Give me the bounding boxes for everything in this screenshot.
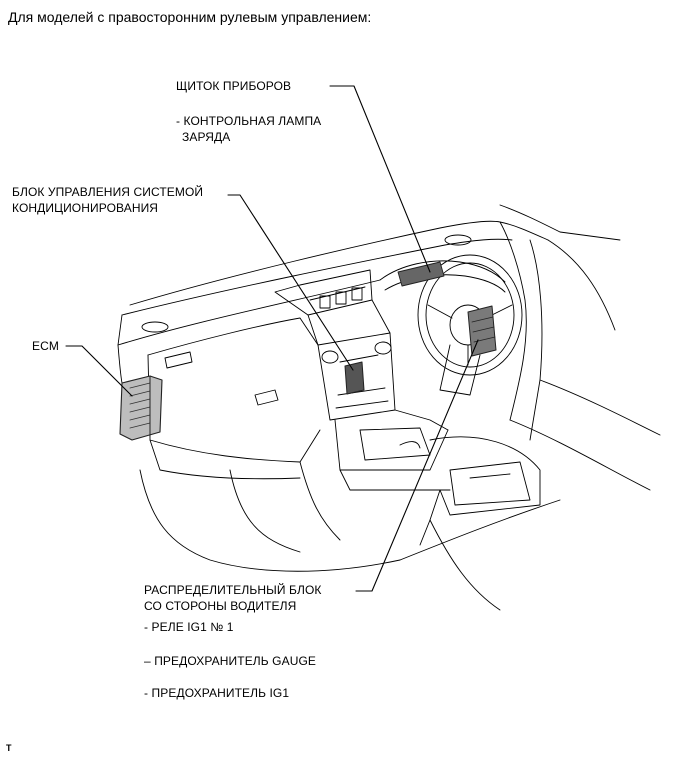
label-charge-lamp-line2: ЗАРЯДА	[182, 130, 231, 144]
label-fuse-ig1: - ПРЕДОХРАНИТЕЛЬ IG1	[144, 686, 290, 700]
cluster-component	[397, 261, 445, 287]
leader-instrument-panel	[329, 85, 431, 273]
leader-ecm	[65, 345, 133, 397]
label-instrument-panel: ЩИТОК ПРИБОРОВ	[176, 79, 292, 93]
label-junction-line2: СО СТОРОНЫ ВОДИТЕЛЯ	[144, 599, 297, 613]
junction-block	[467, 305, 497, 357]
label-relay-ig1: - РЕЛЕ IG1 № 1	[144, 620, 234, 634]
label-junction-line1: РАСПРЕДЕЛИТЕЛЬНЫЙ БЛОК	[144, 583, 322, 597]
figure-id: T	[6, 743, 12, 753]
dashboard-outline	[117, 204, 661, 611]
leader-ac-unit	[227, 194, 354, 371]
ac-control-unit	[344, 361, 365, 395]
label-fuse-gauge: – ПРЕДОХРАНИТЕЛЬ GAUGE	[144, 654, 317, 668]
label-ecm: ECM	[32, 339, 59, 353]
label-ac-unit-line1: БЛОК УПРАВЛЕНИЯ СИСТЕМОЙ	[12, 185, 204, 199]
label-ac-unit-line2: КОНДИЦИОНИРОВАНИЯ	[12, 201, 159, 215]
page-heading: Для моделей с правосторонним рулевым упр…	[8, 9, 372, 25]
ecm-unit	[119, 375, 163, 441]
leader-junction-block	[355, 339, 479, 592]
label-charge-lamp-line1: - КОНТРОЛЬНАЯ ЛАМПА	[176, 114, 322, 128]
